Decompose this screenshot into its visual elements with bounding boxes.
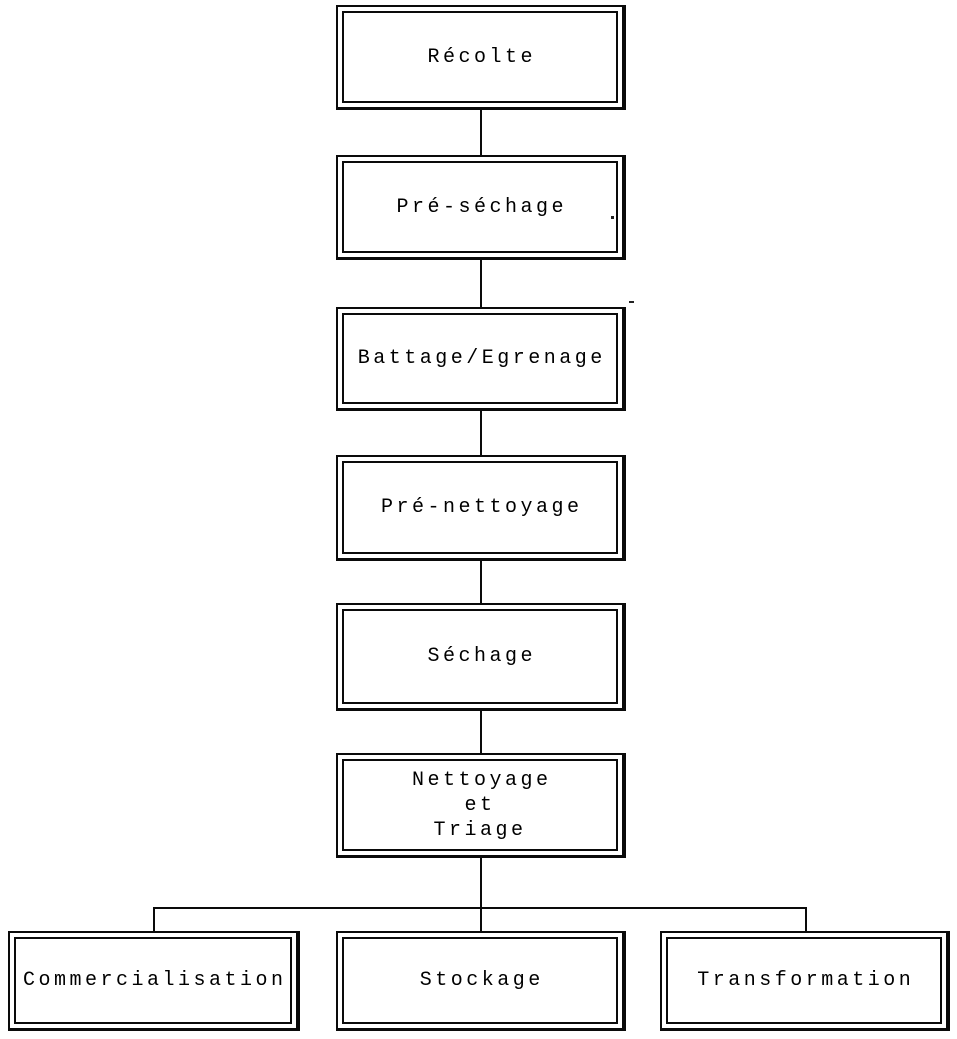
flow-box-commercialisation-frame: Commercialisation bbox=[14, 937, 292, 1024]
connector-recolte-presechage bbox=[480, 110, 482, 155]
flow-box-label: Séchage bbox=[427, 645, 536, 668]
scan-speck bbox=[611, 216, 614, 219]
flow-box-recolte-frame: Récolte bbox=[342, 11, 618, 103]
flow-box-battage-egrenage: Battage/Egrenage bbox=[336, 307, 626, 411]
connector-prenettoyage-sechage bbox=[480, 561, 482, 603]
flow-box-recolte: Récolte bbox=[336, 5, 626, 110]
flow-box-label: Pré-nettoyage bbox=[380, 496, 583, 519]
flow-box-stockage: Stockage bbox=[336, 931, 626, 1031]
flow-box-sechage: Séchage bbox=[336, 603, 626, 711]
flow-box-pre-sechage: Pré-séchage bbox=[336, 155, 626, 260]
flow-box-stockage-frame: Stockage bbox=[342, 937, 618, 1024]
connector-branch-commercialisation bbox=[153, 907, 155, 932]
connector-presechage-battage bbox=[480, 260, 482, 307]
flow-box-pre-sechage-frame: Pré-séchage bbox=[342, 161, 618, 253]
flow-box-nettoyage-et-triage: Nettoyage et Triage bbox=[336, 753, 626, 858]
flow-box-label: Transformation bbox=[697, 969, 915, 992]
scan-speck bbox=[629, 301, 634, 303]
flow-box-battage-egrenage-frame: Battage/Egrenage bbox=[342, 313, 618, 404]
connector-branch-transformation bbox=[805, 907, 807, 932]
flow-box-label: Pré-séchage bbox=[396, 195, 568, 219]
flow-box-transformation-frame: Transformation bbox=[666, 937, 942, 1024]
flow-box-sechage-frame: Séchage bbox=[342, 609, 618, 704]
flow-box-pre-nettoyage: Pré-nettoyage bbox=[336, 455, 626, 561]
flow-box-nettoyage-et-triage-frame: Nettoyage et Triage bbox=[342, 759, 618, 851]
connector-battage-prenettoyage bbox=[480, 411, 482, 455]
flow-box-transformation: Transformation bbox=[660, 931, 950, 1031]
flow-box-pre-nettoyage-frame: Pré-nettoyage bbox=[342, 461, 618, 554]
flow-box-label: Commercialisation bbox=[22, 969, 287, 992]
flow-box-commercialisation: Commercialisation bbox=[8, 931, 300, 1031]
flow-box-label: Nettoyage et Triage bbox=[411, 768, 552, 842]
flow-box-label: Battage/Egrenage bbox=[357, 347, 606, 370]
flow-box-label: Stockage bbox=[419, 969, 544, 992]
flow-box-label: Récolte bbox=[427, 45, 536, 69]
branch-horizontal-line bbox=[153, 907, 807, 909]
connector-sechage-nettoyage bbox=[480, 711, 482, 753]
connector-nettoyage-stockage-stem bbox=[480, 858, 482, 931]
